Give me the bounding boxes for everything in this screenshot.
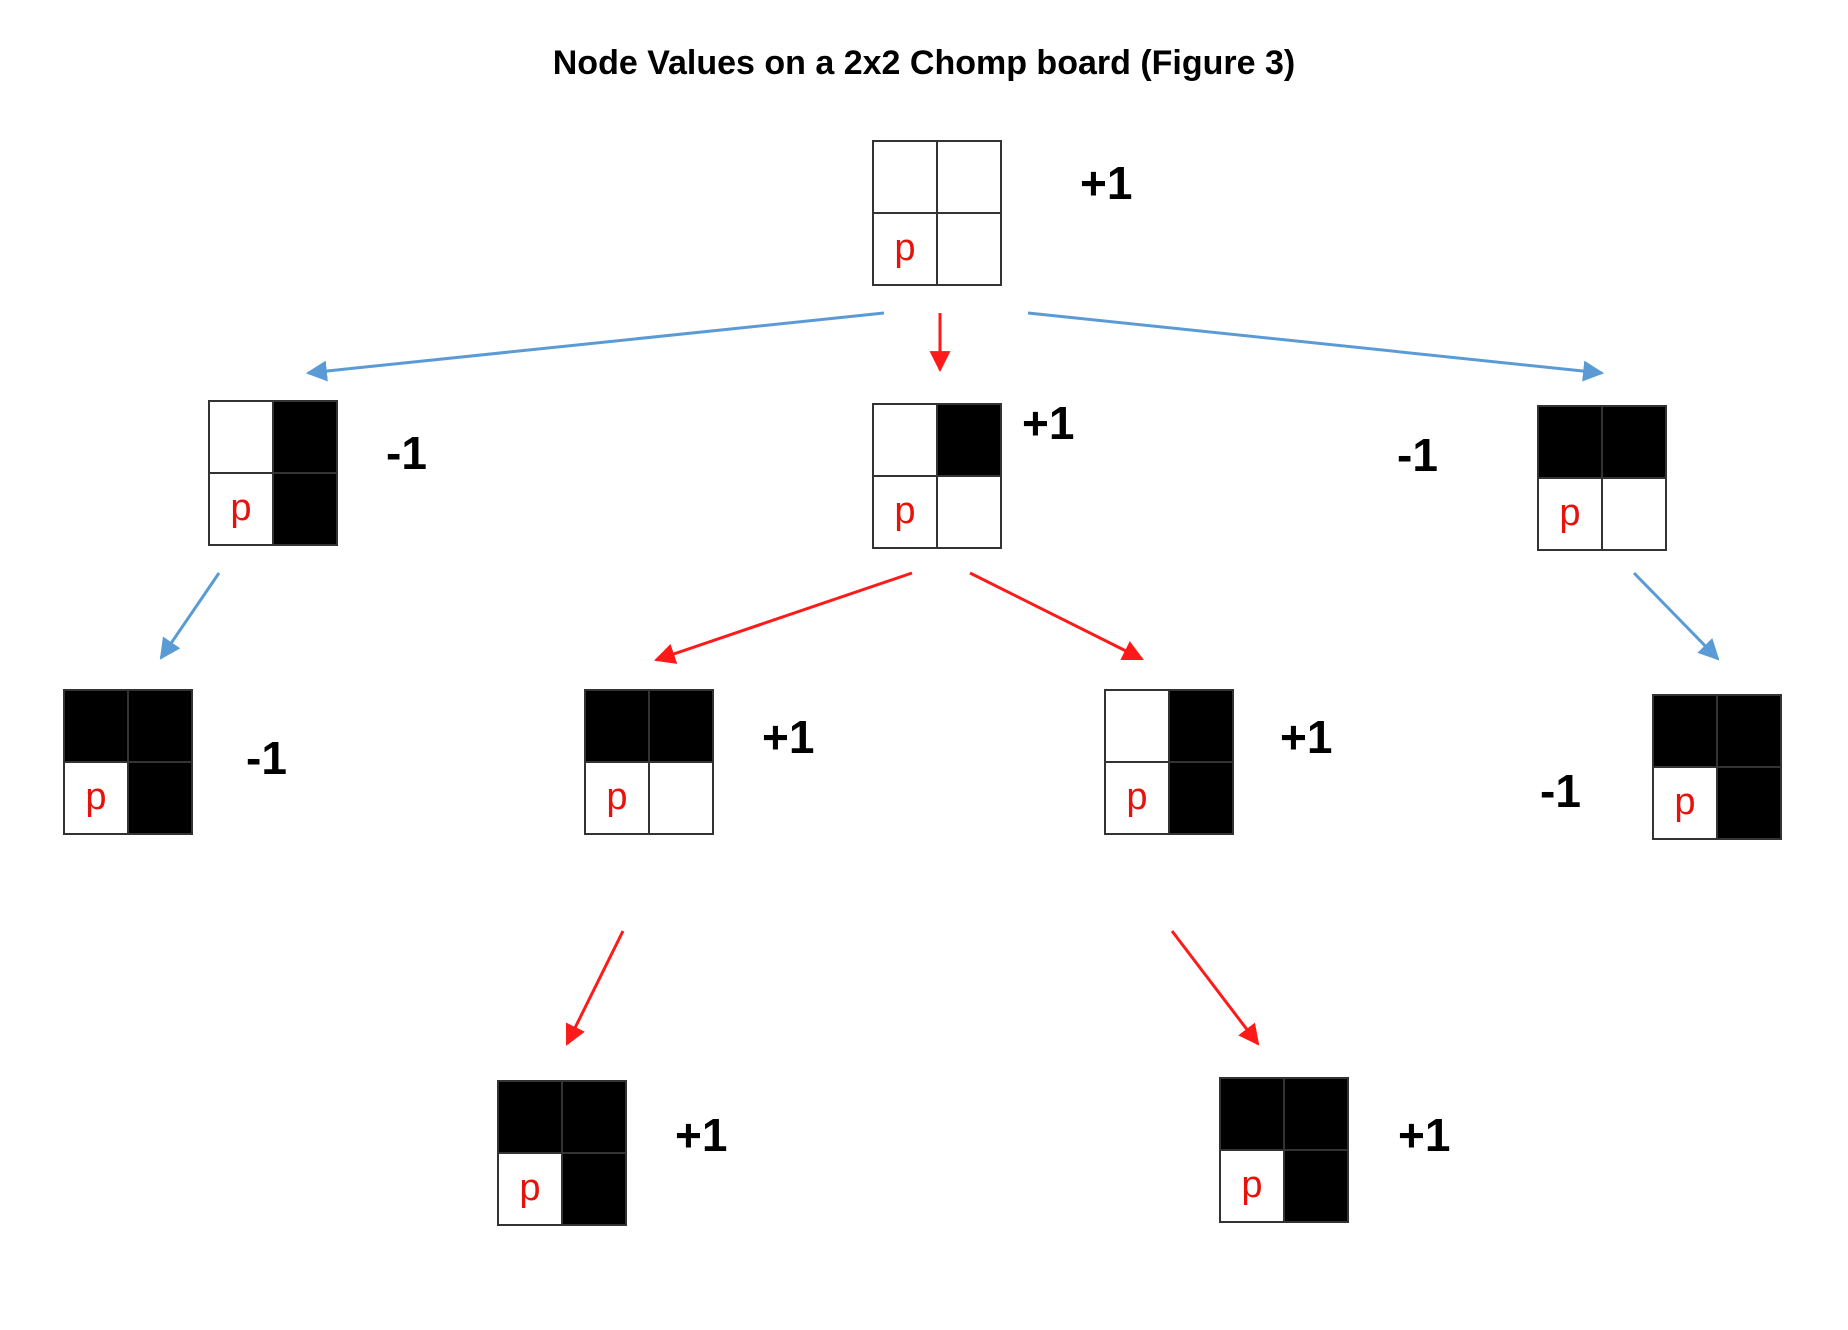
board-n1: p — [208, 400, 338, 546]
poison-label: p — [894, 227, 916, 270]
poison-cell: p — [874, 477, 936, 547]
node-value-n7: -1 — [1540, 765, 1581, 817]
diagram-title: Node Values on a 2x2 Chomp board (Figure… — [552, 44, 1296, 82]
poison-cell: p — [1221, 1151, 1283, 1221]
poison-cell: p — [65, 763, 127, 833]
edge-n2-to-n5-arrow — [654, 571, 913, 664]
eaten-cell-tr — [1718, 696, 1780, 766]
poison-label: p — [85, 776, 107, 819]
eaten-cell-tl — [499, 1082, 561, 1152]
board-root: p — [872, 140, 1002, 286]
board-n2: p — [872, 403, 1002, 549]
board-n3: p — [1537, 405, 1667, 551]
eaten-cell-br — [1170, 763, 1232, 833]
node-value-n4: -1 — [246, 732, 287, 784]
poison-label: p — [606, 776, 628, 819]
eaten-cell-tl — [1654, 696, 1716, 766]
node-value-root: +1 — [1080, 157, 1133, 209]
poison-cell: p — [210, 474, 272, 544]
poison-cell: p — [1654, 768, 1716, 838]
poison-cell: p — [1539, 479, 1601, 549]
open-cell-br — [1603, 479, 1665, 549]
open-cell-br — [938, 477, 1000, 547]
poison-label: p — [1559, 492, 1581, 535]
eaten-cell-br — [563, 1154, 625, 1224]
poison-label: p — [230, 487, 252, 530]
node-value-n8: +1 — [675, 1109, 728, 1161]
edge-n1-to-n4-arrow — [159, 572, 221, 660]
poison-label: p — [1126, 776, 1148, 819]
eaten-cell-tr — [1603, 407, 1665, 477]
board-n5: p — [584, 689, 714, 835]
board-n9: p — [1219, 1077, 1349, 1223]
eaten-cell-br — [1285, 1151, 1347, 1221]
edge-n5-to-n8-arrow — [565, 930, 625, 1046]
poison-label: p — [1241, 1164, 1263, 1207]
poison-cell: p — [499, 1154, 561, 1224]
node-value-n1: -1 — [386, 427, 427, 479]
board-n7: p — [1652, 694, 1782, 840]
eaten-cell-tr — [650, 691, 712, 761]
eaten-cell-tr — [129, 691, 191, 761]
poison-cell: p — [586, 763, 648, 833]
open-cell-br — [650, 763, 712, 833]
board-n6: p — [1104, 689, 1234, 835]
eaten-cell-tl — [1221, 1079, 1283, 1149]
edge-n6-to-n9-arrow — [1170, 930, 1260, 1046]
poison-label: p — [1674, 781, 1696, 824]
eaten-cell-tr — [563, 1082, 625, 1152]
eaten-cell-tl — [65, 691, 127, 761]
open-cell-tl — [1106, 691, 1168, 761]
node-value-n6: +1 — [1280, 711, 1333, 763]
edge-root-to-n1-arrow — [305, 311, 885, 382]
node-value-n2: +1 — [1022, 397, 1075, 449]
board-n8: p — [497, 1080, 627, 1226]
open-cell-br — [938, 214, 1000, 284]
edge-root-to-n3-arrow — [1027, 311, 1605, 382]
node-value-n9: +1 — [1398, 1109, 1451, 1161]
poison-cell: p — [1106, 763, 1168, 833]
eaten-cell-tr — [938, 405, 1000, 475]
board-n4: p — [63, 689, 193, 835]
poison-cell: p — [874, 214, 936, 284]
eaten-cell-tr — [1170, 691, 1232, 761]
eaten-cell-tl — [1539, 407, 1601, 477]
open-cell-tl — [874, 405, 936, 475]
eaten-cell-br — [274, 474, 336, 544]
edge-n3-to-n7-arrow — [1632, 571, 1720, 661]
open-cell-tl — [874, 142, 936, 212]
open-cell-tl — [210, 402, 272, 472]
open-cell-tr — [938, 142, 1000, 212]
eaten-cell-tl — [586, 691, 648, 761]
eaten-cell-tr — [274, 402, 336, 472]
node-value-n5: +1 — [762, 711, 815, 763]
eaten-cell-tr — [1285, 1079, 1347, 1149]
node-value-n3: -1 — [1397, 429, 1438, 481]
poison-label: p — [519, 1167, 541, 1210]
eaten-cell-br — [1718, 768, 1780, 838]
eaten-cell-br — [129, 763, 191, 833]
edge-n2-to-n6-arrow — [969, 571, 1144, 661]
poison-label: p — [894, 490, 916, 533]
